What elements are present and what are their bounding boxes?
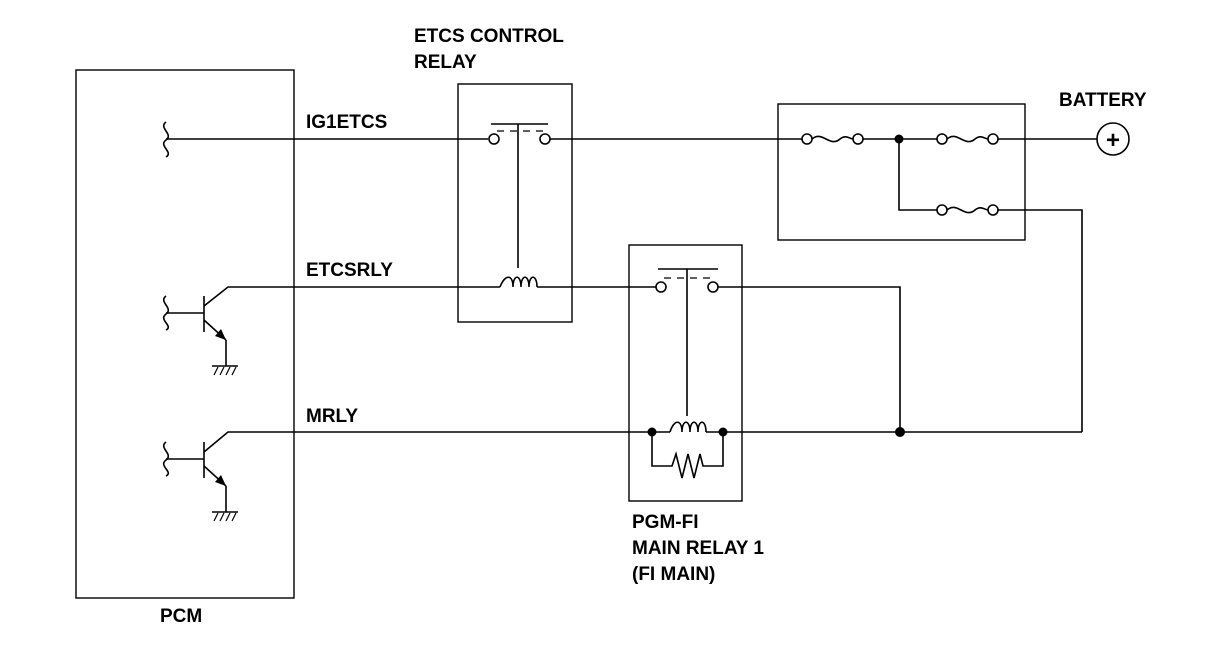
pcm-connector-etcsrly bbox=[162, 295, 170, 331]
battery-symbol bbox=[1096, 122, 1130, 156]
wire-fuse-to-mrly bbox=[998, 209, 1083, 432]
main-relay-contacts bbox=[655, 268, 719, 416]
junction-dot bbox=[895, 427, 905, 437]
main-relay-label-line2: MAIN RELAY 1 bbox=[632, 538, 764, 559]
pcm-box bbox=[75, 69, 295, 599]
transistor-mrly bbox=[166, 431, 294, 522]
transistor-etcsrly bbox=[166, 286, 294, 376]
main-relay-label-line1: PGM-FI bbox=[632, 512, 699, 533]
fuse-box-internals bbox=[801, 133, 1097, 216]
fuse-box bbox=[777, 103, 1026, 241]
main-relay-coil bbox=[647, 421, 728, 479]
wire-label-mrly: MRLY bbox=[306, 406, 359, 427]
main-relay-box bbox=[628, 244, 743, 502]
battery-plus-sign: + bbox=[1106, 127, 1120, 154]
battery-label: BATTERY bbox=[1059, 90, 1147, 111]
main-relay-label-line3: (FI MAIN) bbox=[632, 564, 716, 585]
etcs-relay-label-line1: ETCS CONTROL bbox=[414, 26, 564, 47]
wire-label-etcsrly: ETCSRLY bbox=[306, 260, 393, 281]
etcs-relay-coil bbox=[499, 276, 538, 288]
wire-main-relay-out bbox=[718, 286, 901, 432]
pcm-label: PCM bbox=[160, 606, 203, 627]
etcs-relay-label-line2: RELAY bbox=[414, 52, 477, 73]
pcm-connector-mrly bbox=[162, 441, 170, 477]
etcs-relay-box bbox=[457, 83, 573, 323]
pcm-connector-ig1etcs bbox=[162, 121, 170, 158]
wire-label-ig1etcs: IG1ETCS bbox=[306, 112, 388, 133]
etcs-relay-contacts bbox=[488, 123, 551, 268]
